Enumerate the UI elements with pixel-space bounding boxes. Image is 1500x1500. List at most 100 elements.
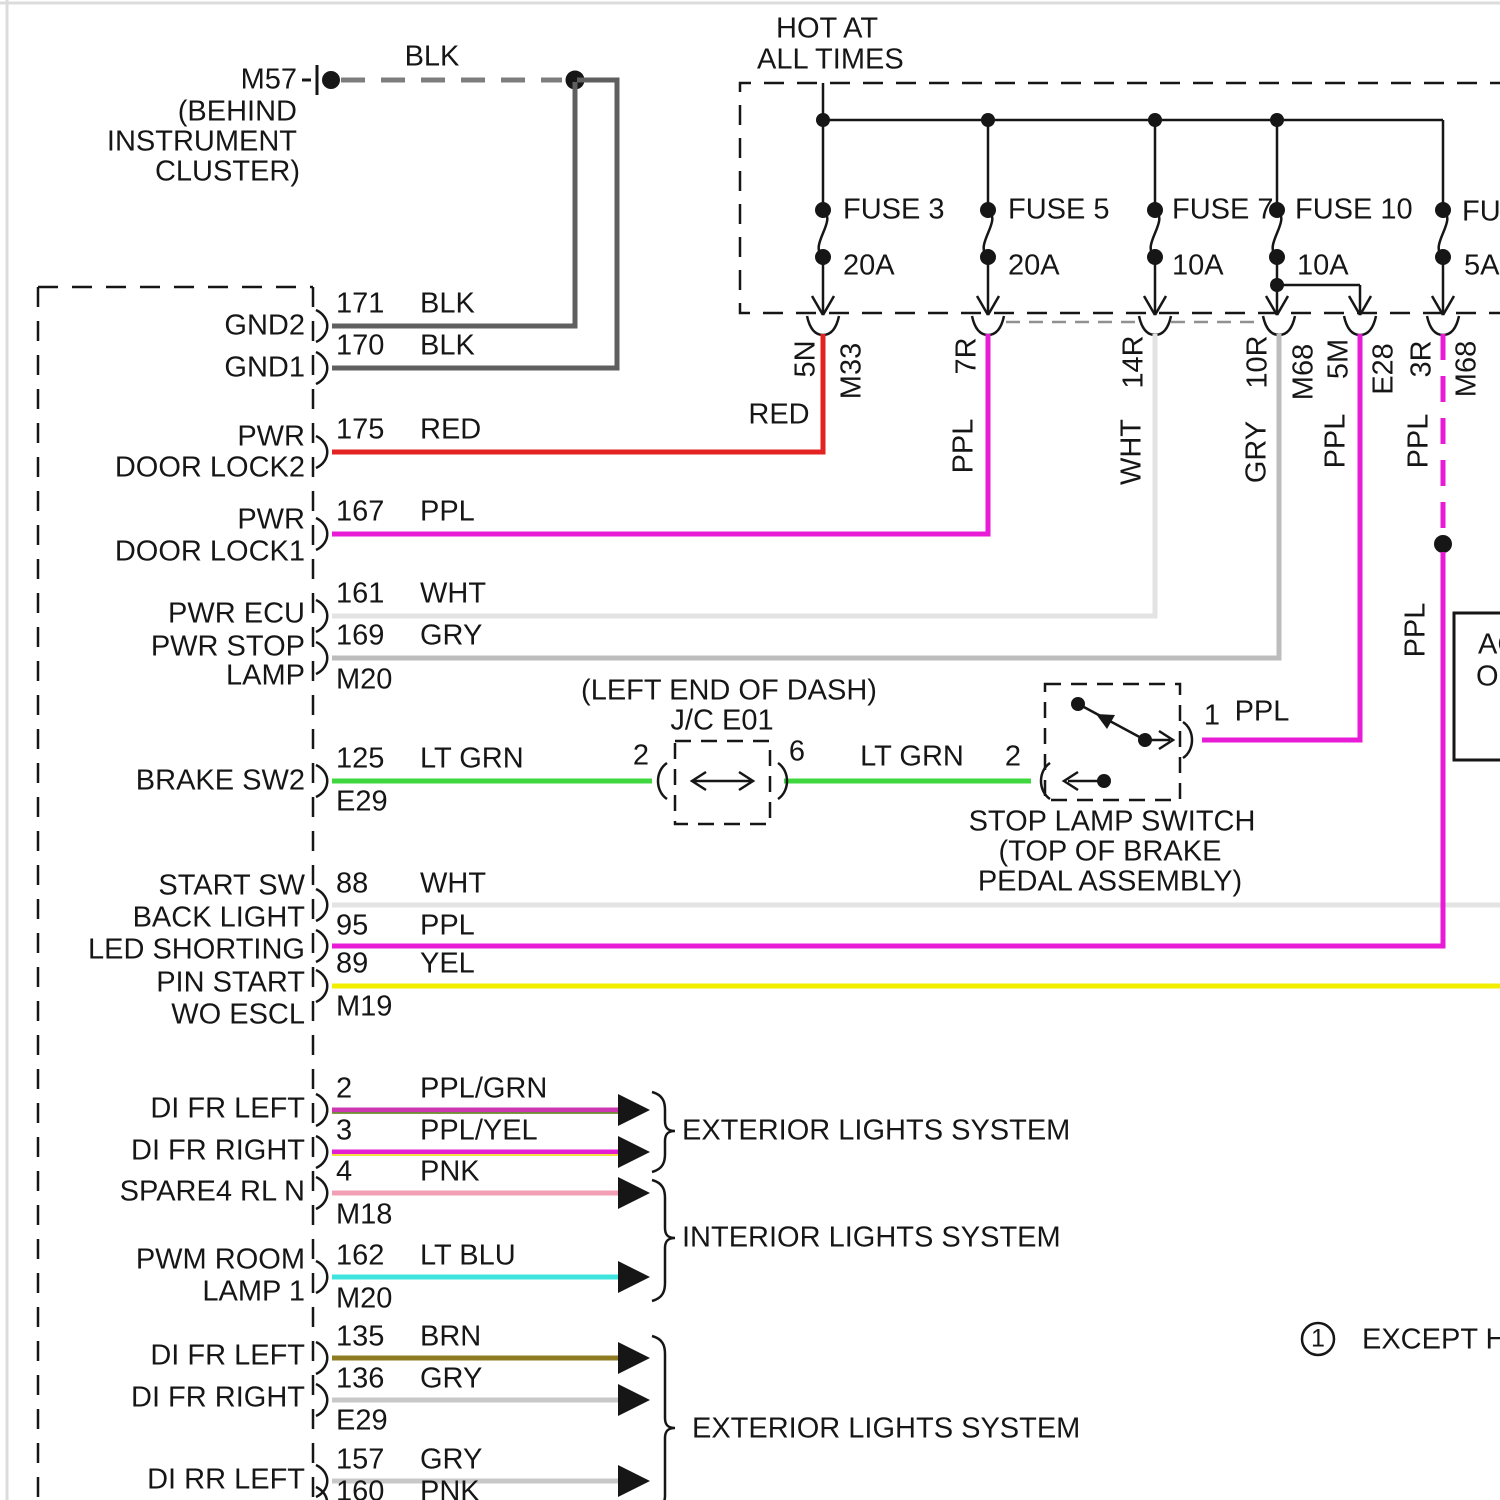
pin-125-color: LT GRN xyxy=(420,742,524,775)
m57-label: M57 xyxy=(240,63,297,96)
brace-exterior-2 xyxy=(651,1334,676,1500)
stop-lamp-switch-box xyxy=(1043,682,1182,802)
jc-name-label: J/C E01 xyxy=(670,704,774,737)
pin-dirrleft-label: DI RR LEFT xyxy=(147,1463,305,1496)
switch-contact-line xyxy=(1081,704,1146,742)
m57-location-line1: (BEHIND xyxy=(177,95,297,128)
fuse3-name: FUSE 3 xyxy=(843,193,945,226)
pin-136-conn: E29 xyxy=(336,1404,388,1437)
pin-difrleft2-label: DI FR LEFT xyxy=(150,1339,305,1372)
pin-doorlock1-l1: PWR xyxy=(237,503,305,536)
feed-5n-pin: 5N xyxy=(789,340,822,378)
fuse-output-lines xyxy=(821,257,1445,314)
pin-doorlock2-l1: PWR xyxy=(237,420,305,453)
pin-95-num: 95 xyxy=(336,909,369,942)
switch-out-color: PPL xyxy=(1234,695,1290,728)
system-exterior-2: EXTERIOR LIGHTS SYSTEM xyxy=(692,1412,1081,1445)
pin-89-color: YEL xyxy=(420,947,475,980)
feed-14r-color: WHT xyxy=(1115,418,1148,486)
pin-171-color: BLK xyxy=(420,287,475,320)
switch-location-line2: PEDAL ASSEMBLY) xyxy=(977,865,1243,898)
wire-blk-gnd1 xyxy=(332,77,620,371)
pin-pwrecu-label: PWR ECU xyxy=(168,597,305,630)
fuse-clipped-amps: 5A xyxy=(1464,249,1500,282)
pin-171-num: 171 xyxy=(336,287,385,320)
feed-5m-conn: E28 xyxy=(1367,343,1400,395)
pin-difrleft1-label: DI FR LEFT xyxy=(150,1092,305,1125)
pin-89-conn: M19 xyxy=(336,990,393,1023)
right-box-line1: AC xyxy=(1478,628,1500,661)
brace-exterior-1 xyxy=(651,1090,676,1174)
pin-162-num: 162 xyxy=(336,1239,385,1272)
ppl-riser-label: PPL xyxy=(1399,602,1432,658)
pin-169-conn: M20 xyxy=(336,663,393,696)
pin-difrright2-label: DI FR RIGHT xyxy=(131,1381,305,1414)
fuse10-amps: 10A xyxy=(1297,249,1349,282)
switch-location-line1: (TOP OF BRAKE xyxy=(998,835,1222,868)
system-interior: INTERIOR LIGHTS SYSTEM xyxy=(682,1221,1061,1254)
brace-interior xyxy=(651,1178,676,1303)
feed-5m-pin: 5M xyxy=(1322,338,1355,380)
feed-14r-pin: 14R xyxy=(1117,335,1150,389)
switch-name-label: STOP LAMP SWITCH xyxy=(968,805,1256,838)
pin-161-color: WHT xyxy=(420,577,487,610)
power-bus xyxy=(821,83,1445,210)
feed-red-color: RED xyxy=(748,398,810,431)
wire-blk-gnd2 xyxy=(332,82,578,329)
connector-pin-brackets xyxy=(315,308,329,1500)
pin-startsw-l2: BACK LIGHT xyxy=(132,901,305,934)
switch-pin-out: 1 xyxy=(1203,699,1221,732)
pin-pwmroom-l2: LAMP 1 xyxy=(202,1275,305,1308)
jc-location-label: (LEFT END OF DASH) xyxy=(581,674,877,707)
pin-pwrstop-l1: PWR STOP xyxy=(150,630,305,663)
all-times-label: ALL TIMES xyxy=(757,43,904,76)
pin-160-num: 160 xyxy=(336,1475,385,1500)
pin-3-color: PPL/YEL xyxy=(420,1114,538,1147)
pin-170-num: 170 xyxy=(336,329,385,362)
pin-170-color: BLK xyxy=(420,329,475,362)
feed-3r-conn: M68 xyxy=(1450,340,1483,398)
pin-difrright1-label: DI FR RIGHT xyxy=(131,1134,305,1167)
fuse-symbols xyxy=(817,208,1449,258)
fuse3-amps: 20A xyxy=(843,249,895,282)
pin-2-color: PPL/GRN xyxy=(420,1072,548,1105)
pin-89-num: 89 xyxy=(336,947,369,980)
wire-ppl-95 xyxy=(332,552,1446,949)
fuse10-name: FUSE 10 xyxy=(1295,193,1413,226)
pin-pwmroom-l1: PWM ROOM xyxy=(135,1243,305,1276)
note-ref-number: 1 xyxy=(1311,1324,1325,1353)
feed-3r-pin: 3R xyxy=(1405,340,1438,378)
pin-162-conn: M20 xyxy=(336,1282,393,1315)
fuse-output-arrowheads xyxy=(810,295,1456,316)
wire-wht-161 xyxy=(332,334,1158,619)
pin-pinstart-l2: WO ESCL xyxy=(171,998,305,1031)
feed-10r-conn: M68 xyxy=(1287,343,1320,401)
pin-pwrstop-l2: LAMP xyxy=(226,659,305,692)
pin-88-color: WHT xyxy=(420,867,487,900)
m57-dot xyxy=(322,71,340,89)
pin-spare4-label: SPARE4 RL N xyxy=(119,1175,305,1208)
feed-5m-color: PPL xyxy=(1319,413,1352,469)
wire-gry-169 xyxy=(332,334,1282,661)
m57-wire-color: BLK xyxy=(404,40,460,73)
pin-2-num: 2 xyxy=(336,1072,353,1105)
pin-175-num: 175 xyxy=(336,413,385,446)
switch-terminal-dots xyxy=(1071,697,1152,788)
wire-ppl-167 xyxy=(332,334,991,537)
pin-157-num: 157 xyxy=(336,1443,385,1476)
wire-red-175 xyxy=(332,334,826,455)
feed-m33-conn: M33 xyxy=(835,342,868,400)
pin-gnd1-label: GND1 xyxy=(224,351,305,384)
system-exterior-1: EXTERIOR LIGHTS SYSTEM xyxy=(682,1114,1071,1147)
pin-175-color: RED xyxy=(420,413,482,446)
pin-136-color: GRY xyxy=(420,1362,483,1395)
pin-pinstart-l1: PIN START xyxy=(156,966,305,999)
pin-136-num: 136 xyxy=(336,1362,385,1395)
fuse7-amps: 10A xyxy=(1172,249,1224,282)
right-partial-box xyxy=(1452,611,1500,762)
pin-gnd2-label: GND2 xyxy=(224,309,305,342)
pin-125-conn: E29 xyxy=(336,785,388,818)
note-ref-circle xyxy=(1300,1321,1336,1357)
